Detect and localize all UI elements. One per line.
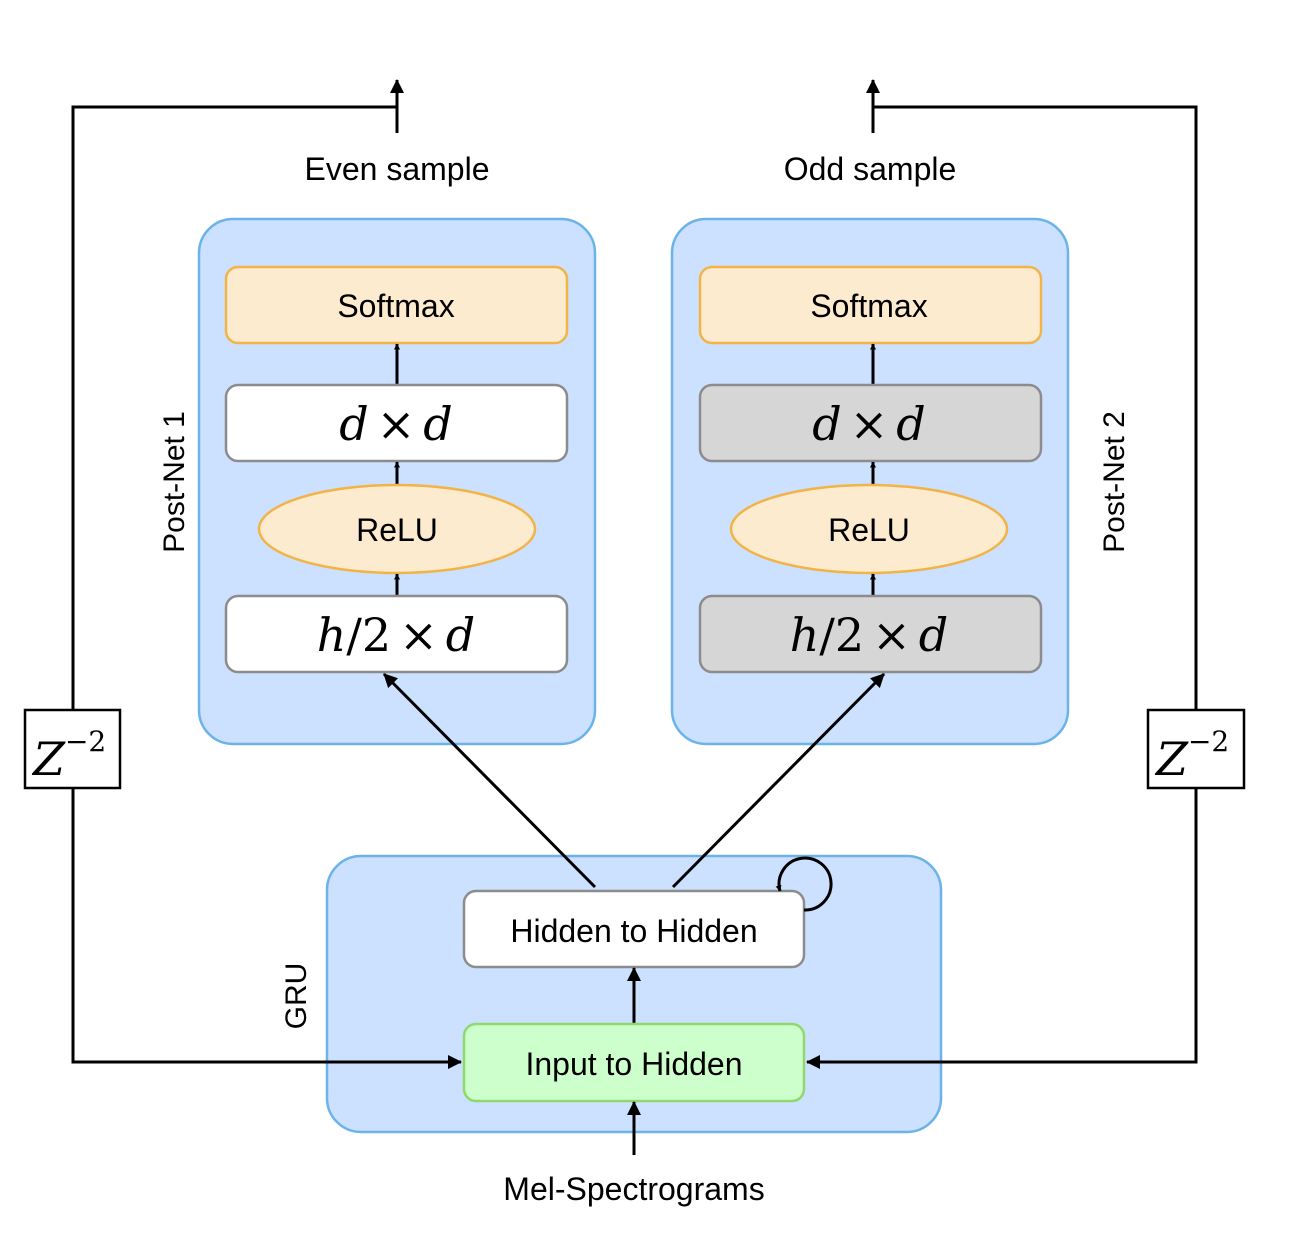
delay-box-right bbox=[1146, 708, 1246, 790]
postnet2-softmax-label: Softmax bbox=[810, 288, 927, 324]
postnet1-dxd-layer bbox=[224, 383, 569, 463]
postnet2-label: Post-Net 2 bbox=[1098, 411, 1131, 553]
postnet2-dxd-text: d×d bbox=[812, 397, 925, 451]
postnet1-relu-label: ReLU bbox=[356, 512, 438, 548]
gru-label: GRU bbox=[280, 963, 313, 1030]
mel-spectrograms-label: Mel-Spectrograms bbox=[503, 1171, 764, 1207]
feedback-line-left-lower bbox=[71, 788, 462, 1069]
feedback-line-right bbox=[871, 105, 1198, 710]
postnet2-h2xd-text: h/2×d bbox=[790, 608, 948, 662]
even-sample-label: Even sample bbox=[305, 151, 490, 187]
postnet2-relu bbox=[729, 483, 1009, 575]
delay-label-right: Z−2 bbox=[1154, 725, 1229, 786]
postnet1-label: Post-Net 1 bbox=[158, 411, 191, 553]
recurrent-loop-arrow bbox=[775, 856, 833, 912]
feedback-line-left bbox=[71, 105, 399, 710]
feedback-line-right-lower bbox=[806, 788, 1198, 1069]
postnet2-softmax-box bbox=[698, 265, 1043, 345]
input-to-hidden-label: Input to Hidden bbox=[525, 1046, 742, 1082]
postnet2-h2xd-layer bbox=[698, 594, 1043, 674]
postnet1-softmax-label: Softmax bbox=[337, 288, 454, 324]
arrow-hidden-to-postnet1 bbox=[382, 672, 597, 889]
postnet1-dxd-text: d×d bbox=[339, 397, 452, 451]
odd-sample-label: Odd sample bbox=[784, 151, 957, 187]
delay-label-left: Z−2 bbox=[31, 725, 106, 786]
postnet2-relu-label: ReLU bbox=[828, 512, 910, 548]
postnet1-softmax-box bbox=[224, 265, 569, 345]
postnet1-h2xd-text: h/2×d bbox=[317, 608, 475, 662]
hidden-to-hidden-label: Hidden to Hidden bbox=[510, 913, 757, 949]
delay-box-left bbox=[23, 708, 122, 790]
postnet1-relu bbox=[257, 483, 537, 575]
arrow-hidden-to-postnet2 bbox=[671, 672, 886, 889]
postnet1-h2xd-layer bbox=[224, 594, 569, 674]
postnet2-dxd-layer bbox=[698, 383, 1043, 463]
